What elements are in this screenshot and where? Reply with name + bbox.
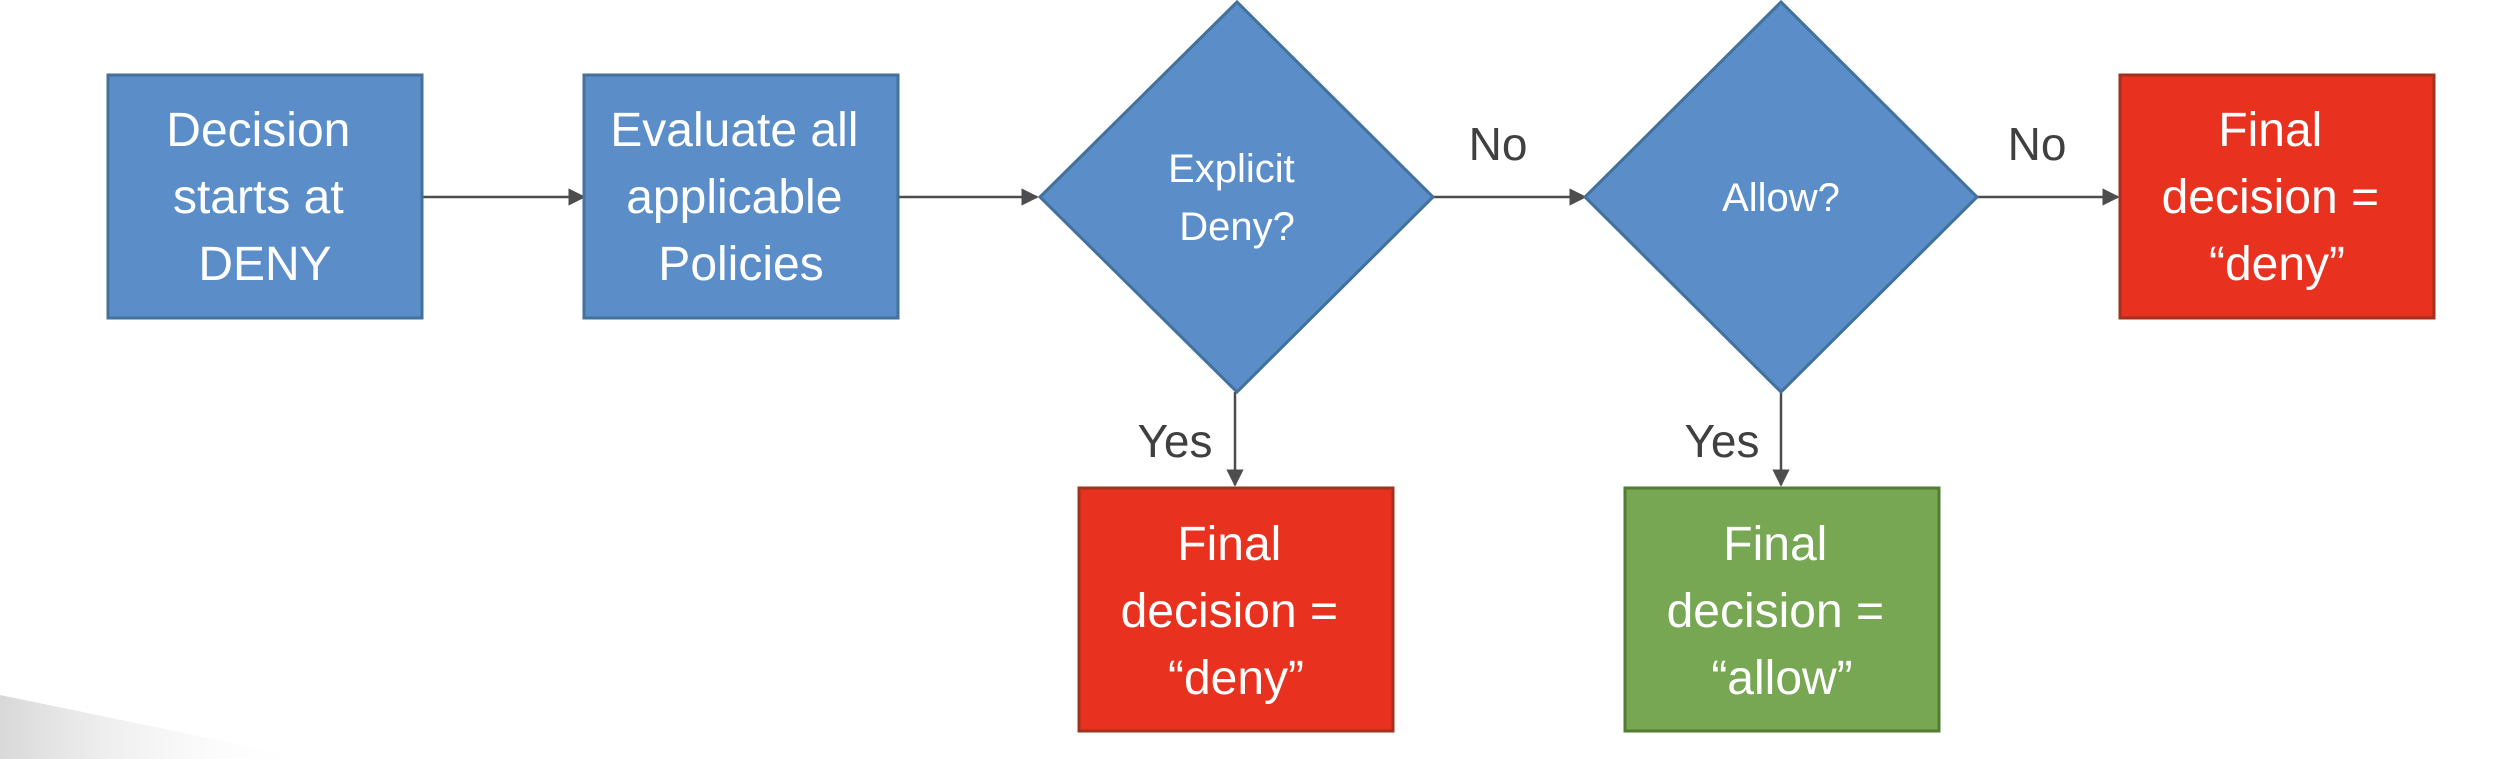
edge-label-allow-yes: Yes — [1684, 415, 1759, 467]
svg-text:Evaluate all applicable: Evaluate all applicable Policies — [610, 104, 872, 291]
node-text-line: decision = — [1667, 585, 1884, 638]
node-text-line: decision = — [1121, 585, 1338, 638]
node-text-line: “deny” — [2209, 238, 2345, 291]
node-text-line: “allow” — [1711, 652, 1852, 705]
node-final-deny-bottom: Final decision = “deny” — [1077, 486, 1395, 733]
node-text-line: Allow? — [1722, 176, 1840, 220]
node-text-line: “deny” — [1168, 652, 1304, 705]
edge-label-explicit-no: No — [1469, 118, 1528, 170]
svg-text:Final decision = “: Final decision = “deny” — [2162, 104, 2393, 291]
node-text-line: Final — [2218, 104, 2322, 157]
node-text-line: Evaluate all — [610, 104, 858, 157]
svg-text:Allow?: Allow? — [1722, 176, 1840, 220]
node-text-line: Final — [1177, 518, 1281, 571]
slide-shadow — [0, 695, 310, 759]
edge-label-explicit-yes: Yes — [1137, 415, 1212, 467]
edge-label-allow-no: No — [2008, 118, 2067, 170]
node-decision-starts-at-deny: Decision starts at DENY — [106, 73, 424, 320]
svg-text:Final decision = “: Final decision = “deny” — [1121, 518, 1352, 705]
node-text-line: starts at — [173, 171, 344, 224]
svg-text:Decision starts at: Decision starts at DENY — [166, 104, 363, 291]
node-text-line: Deny? — [1179, 205, 1295, 249]
node-final-deny-right: Final decision = “deny” — [2118, 73, 2436, 320]
node-text-line: DENY — [198, 238, 331, 291]
svg-text:Explicit Deny?: Explicit Deny? — [1168, 147, 1306, 249]
node-text-line: Decision — [166, 104, 350, 157]
node-allow-decision: Allow? — [1582, 0, 1980, 395]
node-evaluate-policies: Evaluate all applicable Policies — [582, 73, 900, 320]
node-final-allow: Final decision = “allow” — [1623, 486, 1941, 733]
node-text-line: decision = — [2162, 171, 2379, 224]
node-text-line: applicable — [626, 171, 842, 224]
svg-text:Final decision = “: Final decision = “allow” — [1667, 518, 1898, 705]
node-text-line: Explicit — [1168, 147, 1295, 191]
node-text-line: Final — [1723, 518, 1827, 571]
node-text-line: Policies — [658, 238, 823, 291]
node-explicit-deny-decision: Explicit Deny? — [1037, 0, 1436, 395]
